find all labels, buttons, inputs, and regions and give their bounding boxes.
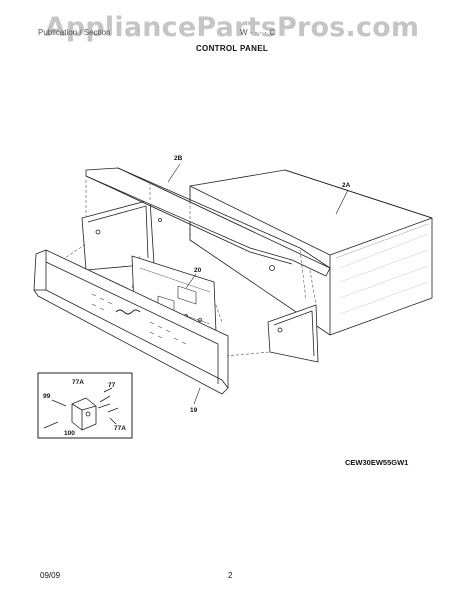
model-reference: W · · · · C <box>240 28 276 37</box>
page-number: 2 <box>228 571 233 580</box>
callout-77A-top: 77A <box>72 379 84 386</box>
callout-100: 100 <box>64 430 75 437</box>
detail-inset <box>37 372 133 439</box>
callout-20: 20 <box>194 267 202 274</box>
callout-19: 19 <box>190 407 198 414</box>
panel-housing-2A <box>189 169 433 336</box>
model-code: CEW30EW55GW1 <box>345 458 409 467</box>
side-bracket-right <box>267 304 319 363</box>
watermark: AppliancePartsPros.com <box>44 12 420 43</box>
callout-77: 77 <box>108 382 116 389</box>
control-console-19 <box>33 249 229 395</box>
leader-lines <box>167 163 349 405</box>
footer-date: 09/09 <box>40 571 61 580</box>
callout-2B: 2B <box>174 155 183 162</box>
top-cover-2B <box>85 167 331 277</box>
callout-99: 99 <box>43 393 51 400</box>
callout-77A-bottom: 77A <box>114 425 126 432</box>
side-bracket-left <box>81 199 155 271</box>
section-title: CONTROL PANEL <box>195 44 269 53</box>
publication-label: Publication / Section <box>38 28 111 37</box>
callout-2A: 2A <box>342 182 351 189</box>
